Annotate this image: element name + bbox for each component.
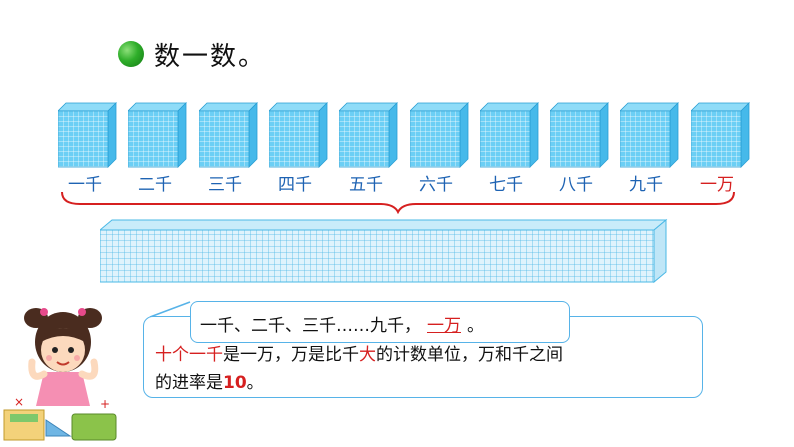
page-title: 数一数。 xyxy=(154,41,267,72)
thousand-cube-icon xyxy=(550,102,610,168)
thousand-cube-icon xyxy=(198,102,258,168)
cube-label: 一千 xyxy=(68,175,102,195)
cube-label: 七千 xyxy=(489,175,523,195)
question-text: 一千、二千、三千……九千，一万。 xyxy=(200,316,484,336)
girl-avatar-icon: × + xyxy=(3,308,117,441)
cube-label: 六千 xyxy=(419,175,453,195)
explanation-line-1: 十个一千是一万，万是比千大的计数单位，万和千之间 xyxy=(155,345,563,365)
thousand-cube-icon xyxy=(128,102,188,168)
cube-label: 五千 xyxy=(349,175,383,195)
question-box xyxy=(190,301,570,343)
thousand-cube-icon xyxy=(268,102,328,168)
cube-label-row: 一千 二千 三千 四千 五千 六千 七千 八千 九千 一万 xyxy=(0,170,794,195)
explanation-line-2: 的进率是10。 xyxy=(155,373,264,393)
thousand-cube-icon xyxy=(620,102,680,168)
thousand-cube-icon xyxy=(479,102,539,168)
thousand-cube-icon xyxy=(58,102,117,168)
thousand-cube-icon xyxy=(409,102,469,168)
heading: 数一数。 xyxy=(118,34,266,74)
cube-label: 三千 xyxy=(208,175,242,195)
cube-label-ten-thousand: 一万 xyxy=(700,175,734,195)
svg-text:+: + xyxy=(100,397,110,411)
ten-thousand-block-icon xyxy=(100,218,668,284)
thousand-cube-row xyxy=(58,101,758,171)
cube-label: 九千 xyxy=(629,175,663,195)
brace-icon xyxy=(61,191,735,214)
answer-blank: 一万 xyxy=(427,316,461,336)
thousand-cube-icon xyxy=(339,102,399,168)
cube-label: 二千 xyxy=(138,175,172,195)
green-bullet-icon xyxy=(118,41,144,67)
cube-label: 八千 xyxy=(559,175,593,195)
thousand-cube-icon xyxy=(690,102,750,168)
svg-text:×: × xyxy=(14,395,24,409)
speech-tail-icon xyxy=(149,301,191,318)
cube-label: 四千 xyxy=(278,175,312,195)
